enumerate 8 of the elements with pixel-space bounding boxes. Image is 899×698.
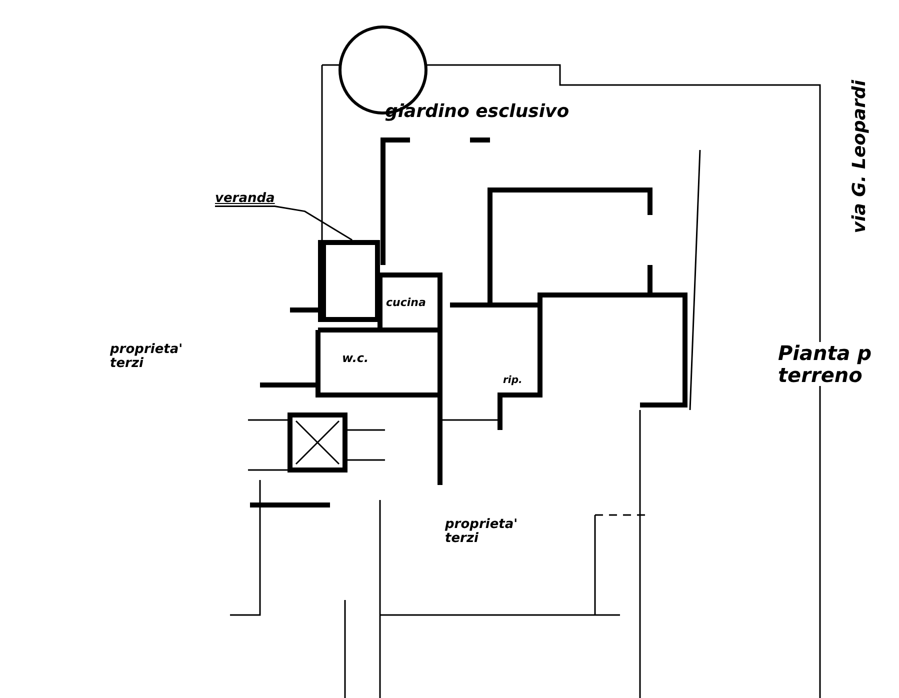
garden-label: giardino esclusivo — [385, 102, 570, 122]
room-label: rip. — [503, 375, 522, 386]
leader-line — [215, 206, 352, 241]
room-label: veranda — [215, 192, 275, 206]
room-label: cucina — [386, 297, 426, 310]
veranda-outline — [318, 240, 380, 322]
room-label: w.c. — [342, 352, 369, 366]
street-name: via G. Leopardi — [850, 80, 870, 234]
